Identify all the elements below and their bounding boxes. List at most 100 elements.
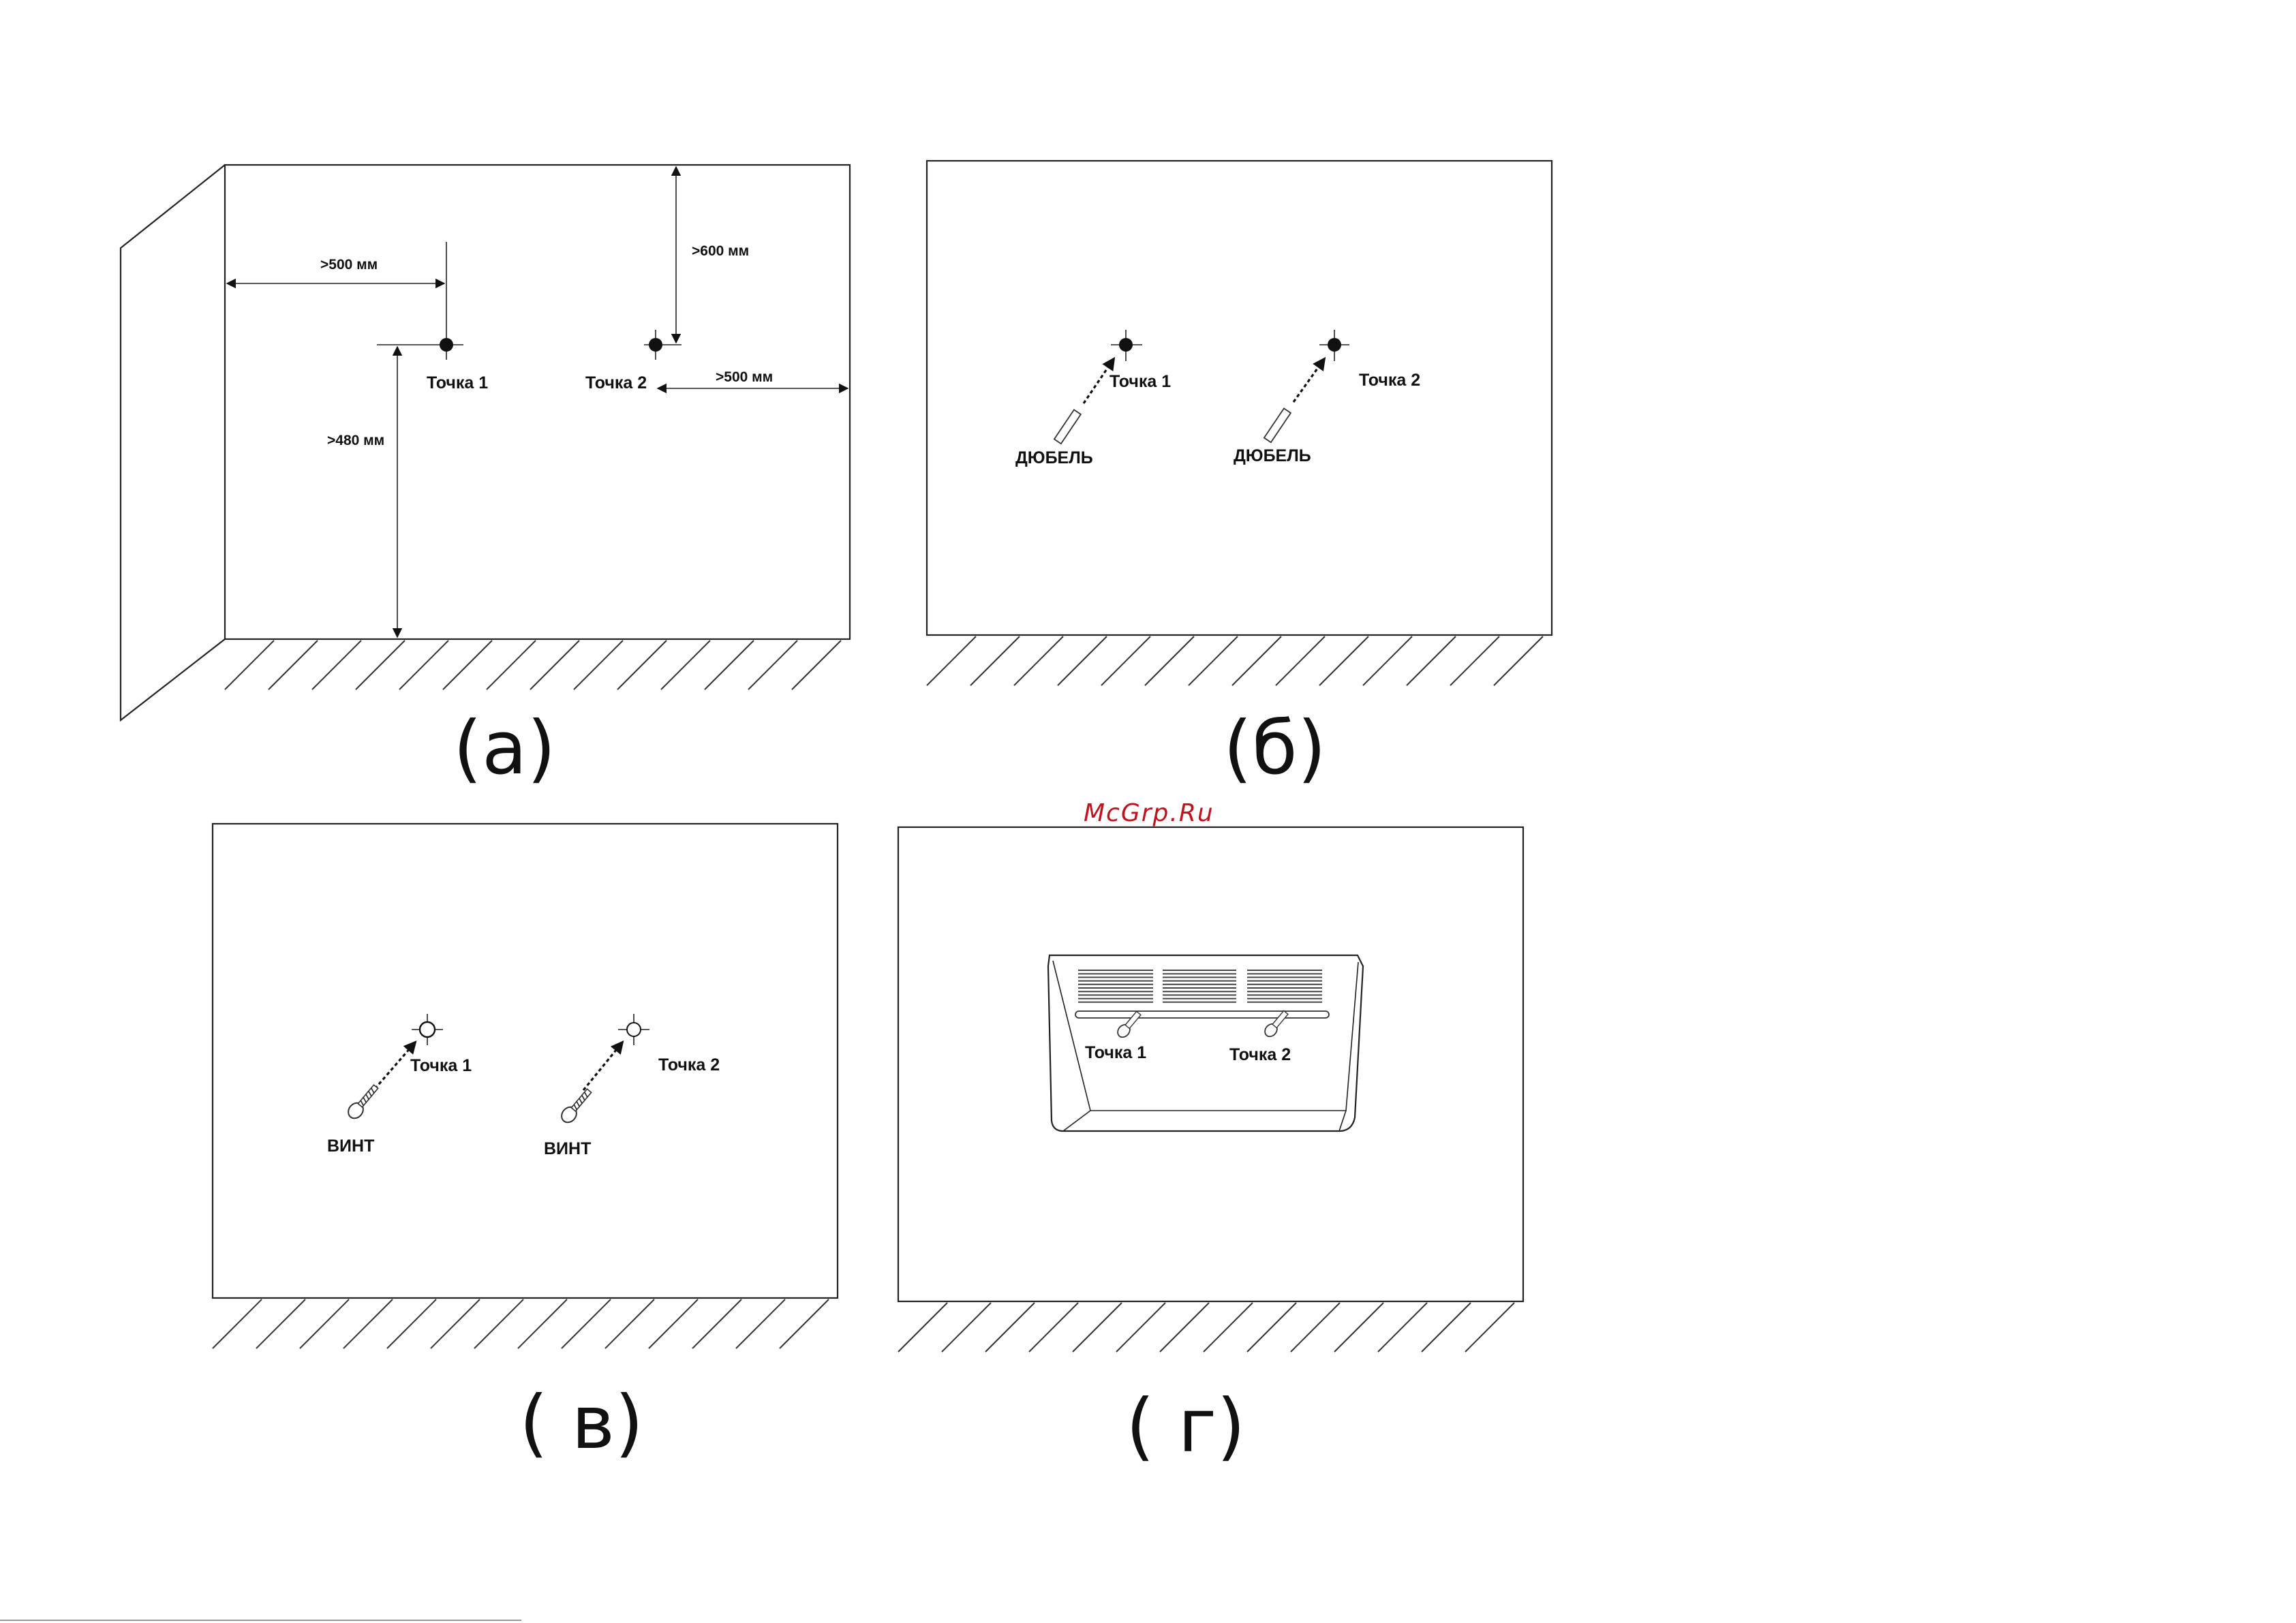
hatch-line	[927, 636, 976, 685]
dowel-1-label: ДЮБЕЛЬ	[1015, 448, 1093, 467]
hatch-line	[985, 1303, 1035, 1352]
panel-a-caption: (а)	[453, 706, 555, 791]
wall-rect	[927, 161, 1552, 635]
hatch-line	[1145, 636, 1194, 685]
panel-b: Точка 1 Точка 2 ДЮБЕЛЬ ДЮБЕЛЬ (б)	[927, 161, 1552, 791]
hatch-line	[1276, 636, 1325, 685]
hatch-line	[474, 1299, 523, 1348]
hatch-line	[705, 640, 754, 690]
panel-a: >500 мм >600 мм >500 мм >480 мм Точка 1 …	[121, 165, 850, 791]
panel-b-caption: (б)	[1223, 706, 1326, 791]
hatch-line	[736, 1299, 785, 1348]
dowel-1	[1054, 359, 1114, 444]
hatch-line	[1014, 636, 1063, 685]
dowel-2-label: ДЮБЕЛЬ	[1234, 446, 1311, 465]
screw-1	[346, 1042, 415, 1122]
screw-2-label: ВИНТ	[544, 1139, 591, 1158]
hatch-line	[617, 640, 667, 690]
side-wall	[121, 165, 225, 720]
hatch-line	[562, 1299, 611, 1348]
panel-c-caption: ( в)	[519, 1380, 643, 1466]
hatch-line	[1319, 636, 1368, 685]
panel-d-caption: ( г)	[1126, 1384, 1245, 1469]
hatch-line	[1334, 1303, 1383, 1352]
hatch-line	[518, 1299, 567, 1348]
point-1-label: Точка 1	[410, 1056, 472, 1075]
hatch-line	[256, 1299, 305, 1348]
floor-hatch	[225, 640, 841, 690]
hatch-line	[1160, 1303, 1209, 1352]
hatch-line	[1116, 1303, 1165, 1352]
point-2-marker	[618, 1014, 649, 1045]
dim-bottom-label: >480 мм	[327, 433, 384, 448]
hatch-line	[399, 640, 448, 690]
point-2-label: Точка 2	[658, 1055, 720, 1075]
point-1-marker	[1111, 330, 1142, 361]
hatch-line	[898, 1303, 947, 1352]
dim-left-label: >500 мм	[320, 257, 378, 273]
hatch-line	[1494, 636, 1543, 685]
hatch-line	[225, 640, 274, 690]
point-1-marker	[377, 242, 463, 360]
hatch-line	[574, 640, 623, 690]
hatch-line	[1204, 1303, 1253, 1352]
point-1-label: Точка 1	[1085, 1043, 1146, 1062]
wall-rect	[225, 165, 850, 639]
hatch-line	[300, 1299, 349, 1348]
heater-grille	[1078, 970, 1322, 1002]
hatch-line	[748, 640, 797, 690]
hatch-line	[1291, 1303, 1340, 1352]
hatch-line	[530, 640, 579, 690]
floor-hatch	[898, 1303, 1514, 1352]
hatch-line	[312, 640, 361, 690]
hatch-line	[780, 1299, 829, 1348]
hatch-line	[1232, 636, 1281, 685]
hatch-line	[649, 1299, 698, 1348]
watermark: McGrp.Ru	[1084, 799, 1214, 827]
hatch-line	[970, 636, 1020, 685]
hatch-line	[1450, 636, 1499, 685]
panel-d: Точка 1 Точка 2 ( г)	[898, 827, 1523, 1469]
hatch-line	[661, 640, 710, 690]
hatch-line	[1363, 636, 1412, 685]
hatch-line	[213, 1299, 262, 1348]
point-2-label: Точка 2	[585, 373, 647, 392]
hatch-line	[1247, 1303, 1296, 1352]
hatch-line	[387, 1299, 436, 1348]
hatch-line	[792, 640, 841, 690]
point-2-label: Точка 2	[1359, 371, 1420, 390]
screw-2	[559, 1042, 622, 1126]
point-1-label: Точка 1	[1109, 372, 1171, 391]
hatch-line	[431, 1299, 480, 1348]
point-2-label: Точка 2	[1229, 1045, 1291, 1064]
hatch-line	[1058, 636, 1107, 685]
hatch-line	[942, 1303, 991, 1352]
hatch-line	[1378, 1303, 1427, 1352]
point-2-marker	[1319, 330, 1349, 361]
wall-rect	[213, 824, 838, 1298]
panel-c: Точка 1 Точка 2 ВИНТ ВИНТ ( в)	[213, 824, 838, 1466]
floor-hatch	[213, 1299, 829, 1348]
hatch-line	[1073, 1303, 1122, 1352]
wall-rect	[898, 827, 1523, 1301]
hatch-line	[1189, 636, 1238, 685]
hatch-line	[1101, 636, 1150, 685]
point-1-marker	[412, 1014, 443, 1045]
point-1-label: Точка 1	[427, 373, 488, 392]
dowel-2	[1264, 359, 1324, 442]
hatch-line	[1029, 1303, 1078, 1352]
hatch-line	[356, 640, 405, 690]
hatch-line	[605, 1299, 654, 1348]
hatch-line	[269, 640, 318, 690]
hatch-line	[1407, 636, 1456, 685]
floor-hatch	[927, 636, 1543, 685]
hatch-line	[1465, 1303, 1514, 1352]
dim-top-label: >600 мм	[692, 243, 749, 259]
hatch-line	[1422, 1303, 1471, 1352]
hatch-line	[343, 1299, 393, 1348]
dim-right-label: >500 мм	[716, 369, 773, 385]
hatch-line	[487, 640, 536, 690]
hatch-line	[443, 640, 492, 690]
screw-1-label: ВИНТ	[327, 1137, 374, 1156]
